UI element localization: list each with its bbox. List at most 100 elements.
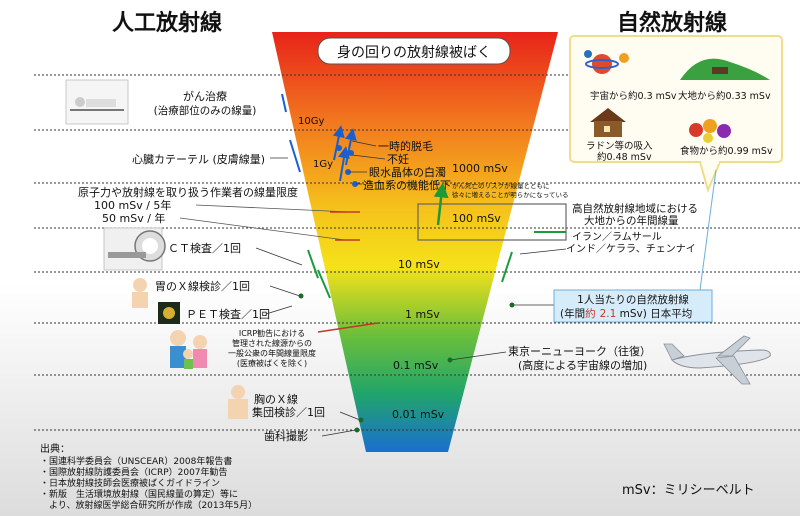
high-area-label: 高自然放射線地域における <box>572 202 698 215</box>
callout-line1: 1人当たりの自然放射線 <box>577 293 689 306</box>
dental-leader <box>321 429 357 437</box>
icrp-line4: (医療被ばくを除く) <box>237 358 307 368</box>
pet-label: ＰＥＴ検査／1回 <box>186 307 270 321</box>
scale-0-1msv: 0.1 mSv <box>393 359 439 372</box>
source-line: ・国連科学委員会（UNSCEAR）2008年報告書 <box>40 455 232 467</box>
catheter-label: 心臓カテーテル (皮膚線量) <box>132 152 265 166</box>
orange-icon <box>703 119 717 133</box>
effect-sterility: 不妊 <box>387 152 409 166</box>
source-line: ・新版 生活環境放射線（国民線量の算定）等に <box>40 488 238 500</box>
title-natural: 自然放射線 <box>617 10 727 36</box>
effect-dot <box>345 169 351 175</box>
dental-label: 歯科撮影 <box>264 429 308 443</box>
pet-range-bar <box>317 269 331 299</box>
family-child-body <box>184 359 193 369</box>
callout-approx: 約 <box>585 307 596 320</box>
arrow-up <box>338 146 350 182</box>
source-line: ・国際放射線防護委員会（ICRP）2007年勧告 <box>40 466 228 478</box>
effect-cataract: 眼水晶体の白濁 <box>369 165 446 179</box>
sources-section: 出典： ・国連科学委員会（UNSCEAR）2008年報告書 ・国際放射線防護委員… <box>40 442 257 511</box>
horse-icon <box>712 67 728 74</box>
center-title: 身の回りの放射線被ばく <box>337 45 491 61</box>
family-child-head <box>183 349 193 359</box>
worker-limit-1y: 50 mSv / 年 <box>102 211 165 225</box>
patient-body <box>86 99 116 107</box>
leader-line <box>351 140 377 147</box>
icrp-line1: ICRP勧告における <box>239 328 305 338</box>
grape-icon <box>717 124 731 138</box>
leader-line <box>351 154 386 160</box>
ct-table <box>108 252 146 258</box>
stomach-dot <box>298 293 304 299</box>
small-planet-icon <box>584 50 592 58</box>
worker-leader <box>179 217 346 241</box>
scale-1msv: 1 mSv <box>405 308 440 321</box>
icrp-marker <box>317 322 379 333</box>
cancer-range-bar <box>281 93 287 113</box>
cancer-note-line1: がん死亡のリスクが線量とともに <box>452 181 550 190</box>
scale-100msv: 100 mSv <box>452 212 501 225</box>
flight-label: 東京ーニューヨーク（往復） <box>508 344 651 358</box>
place-kerala: インド／ケララ、チェンナイ <box>566 243 696 255</box>
gy-1: 1Gy <box>313 159 333 170</box>
effect-dot <box>348 150 354 156</box>
effect-hematopoietic: 造血系の機能低下 <box>363 178 451 192</box>
place-ramsar: イラン／ラムサール <box>572 231 662 243</box>
cancer-therapy-label: がん治療 <box>183 89 227 103</box>
food-dose: 食物から約0.99 mSv <box>680 145 773 157</box>
callout-dot <box>509 302 515 308</box>
gy-10: 10Gy <box>298 116 324 127</box>
sources-title: 出典： <box>40 442 70 455</box>
kerala-range-bar <box>501 251 513 283</box>
planet-icon <box>592 54 612 74</box>
cancer-therapy-sub: (治療部位のみの線量) <box>154 104 257 117</box>
worker-label: 原子力や放射線を取り扱う作業者の線量限度 <box>78 185 298 199</box>
chest-person-head <box>231 385 245 399</box>
effect-dot <box>336 145 342 151</box>
patient-head <box>75 97 85 107</box>
stomach-xray-label: 胃のＸ線検診／1回 <box>155 279 250 293</box>
effect-dot <box>352 181 358 187</box>
radon-dose: 約0.48 mSv <box>597 151 652 163</box>
chest-leader <box>339 411 361 421</box>
cancer-risk-arrow <box>433 182 449 226</box>
worker-leader <box>195 204 351 213</box>
family-adult-head <box>170 330 186 346</box>
flight-sub: (高度による宇宙線の増加) <box>518 358 647 372</box>
cancer-note-line2: 徐々に増えることが明らかになっている <box>452 190 568 199</box>
callout-value: 2.1 <box>600 308 617 320</box>
scale-0-01msv: 0.01 mSv <box>392 408 445 421</box>
flight-leader <box>449 351 507 361</box>
house-roof-icon <box>590 108 626 122</box>
scale-10msv: 10 mSv <box>398 258 440 271</box>
person-head-icon <box>133 278 147 292</box>
callout-to-box-line <box>699 169 717 291</box>
chest-xray-sub: 集団検診／1回 <box>252 405 325 419</box>
effect-hair-loss: 一時的脱毛 <box>378 139 433 153</box>
arrow-up <box>332 125 345 161</box>
ct-bore <box>142 238 158 254</box>
title-artificial: 人工放射線 <box>112 10 222 36</box>
natural-sources: 宇宙から約0.3 mSv 大地から約0.33 mSv ラドン等の吸入 約0.48… <box>447 35 783 385</box>
ground-dose: 大地から約0.33 mSv <box>678 90 771 102</box>
100msv-highlight-box <box>417 203 567 241</box>
source-line: ・日本放射線技師会医療被ばくガイドライン <box>40 477 220 489</box>
banana-icon <box>703 133 713 143</box>
pet-leader <box>265 305 293 315</box>
artificial-sources: がん治療 (治療部位のみの線量) 心臓カテーテル (皮膚線量) 原子力や放射線を… <box>65 79 379 443</box>
japan-average-callout <box>553 289 713 323</box>
apple-icon <box>689 123 703 137</box>
ct-leader <box>255 247 303 266</box>
worker-limit-5y: 100 mSv / 5年 <box>94 198 171 212</box>
family-mother-head <box>193 335 207 349</box>
radon-label: ラドン等の吸入 <box>586 140 653 152</box>
source-line: より、放射線医学総合研究所が作成（2013年5月） <box>40 499 257 511</box>
small-planet-icon <box>619 53 629 63</box>
ct-label: ＣＴ検査／1回 <box>168 241 241 255</box>
catheter-range-bar <box>289 139 301 173</box>
level-lines <box>34 74 800 431</box>
flight-dot <box>447 357 453 363</box>
house-window-icon <box>604 126 610 132</box>
